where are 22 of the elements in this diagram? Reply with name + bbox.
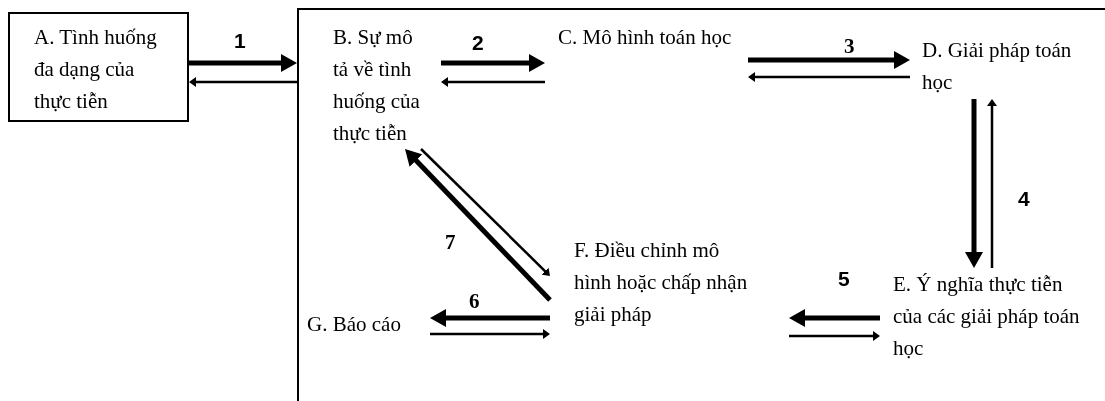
step-text: G. Báo cáo bbox=[307, 311, 402, 338]
arrow bbox=[748, 72, 910, 82]
step-text: D. Giải pháp toán học bbox=[922, 37, 1073, 96]
arrow bbox=[189, 54, 297, 72]
arrow bbox=[789, 309, 880, 327]
arrow bbox=[789, 331, 880, 341]
process-box bbox=[8, 12, 189, 122]
arrow bbox=[987, 99, 997, 268]
arrow bbox=[965, 99, 983, 268]
step-text: E. Ý nghĩa thực tiễn của các giải pháp toán học bbox=[893, 271, 1081, 362]
arrow bbox=[748, 51, 910, 69]
arrow bbox=[405, 149, 552, 302]
step-text: F. Điều chỉnh mô hình hoặc chấp nhận giải pháp bbox=[574, 237, 749, 328]
arrow bbox=[430, 309, 550, 327]
arrow bbox=[430, 329, 550, 339]
arrow bbox=[441, 77, 545, 87]
arrow bbox=[441, 54, 545, 72]
arrow bbox=[420, 148, 550, 276]
box-text: A. Tình huống đa dạng của thực tiễn bbox=[34, 24, 158, 115]
arrow bbox=[189, 77, 297, 87]
step-text: C. Mô hình toán học bbox=[558, 24, 733, 51]
step-text: B. Sự mô tả về tình huống của thực tiễn bbox=[333, 24, 421, 147]
